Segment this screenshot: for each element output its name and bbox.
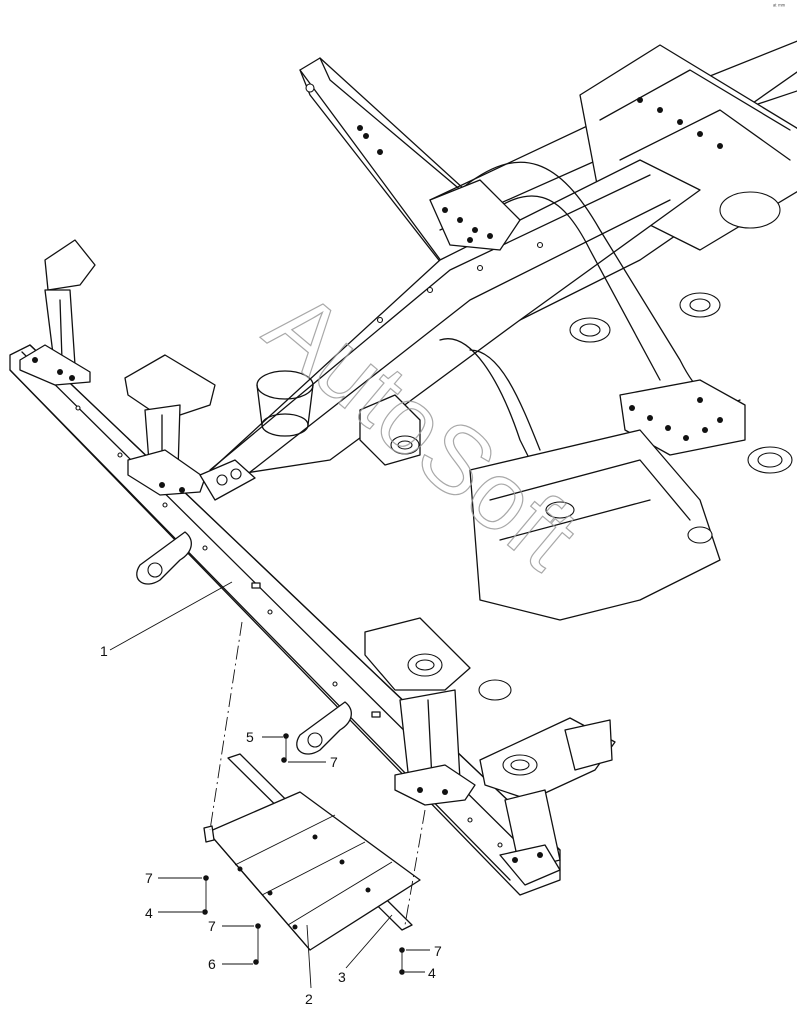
callout-7-right: 7 — [434, 943, 442, 959]
callout-4-left: 4 — [145, 905, 153, 921]
callout-labels: 1 2 3 4 4 5 6 7 7 7 7 — [100, 643, 442, 1007]
fasteners — [202, 733, 405, 975]
left-front-bracket — [19, 239, 96, 386]
leader-lines — [109, 581, 430, 989]
callout-5: 5 — [246, 729, 254, 745]
right-rear-bracket — [479, 717, 616, 886]
callout-4-right: 4 — [428, 965, 436, 981]
callout-7-mid: 7 — [208, 918, 216, 934]
left-center-bracket — [124, 354, 256, 501]
right-front-bracket — [364, 617, 512, 806]
bolted-plate-right — [619, 379, 793, 474]
callout-3: 3 — [338, 969, 346, 985]
callout-7-left: 7 — [145, 870, 153, 886]
assembly-projection-lines — [209, 621, 426, 926]
central-spine — [199, 159, 701, 481]
callout-6: 6 — [208, 956, 216, 972]
callout-1: 1 — [100, 643, 108, 659]
callout-2: 2 — [305, 991, 313, 1007]
mid-cross-member — [469, 292, 721, 621]
skid-plate-assembly — [203, 753, 421, 951]
corner-mark: ᵃᵗ ᵐᵐ — [773, 3, 786, 10]
upper-column-details — [256, 370, 421, 466]
callout-7-top: 7 — [330, 754, 338, 770]
